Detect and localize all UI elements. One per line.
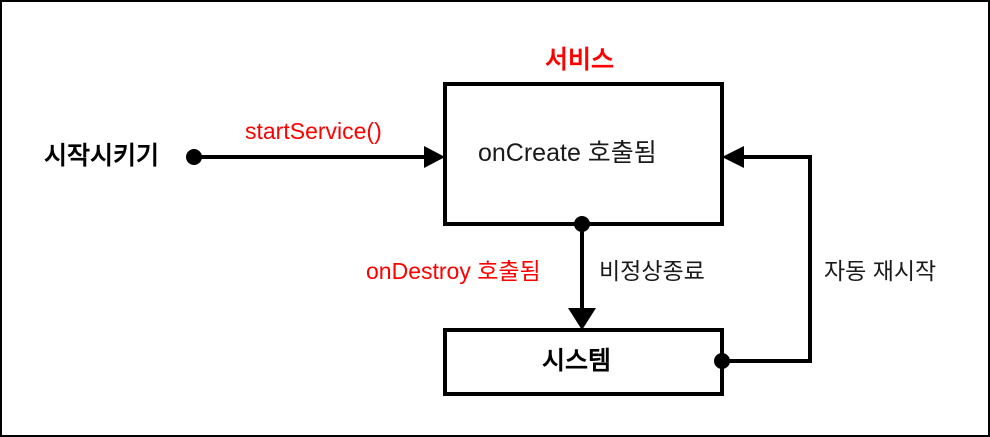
start-service-edge-label: startService()	[245, 118, 382, 144]
auto-restart-edge-label: 자동 재시작	[824, 258, 937, 284]
start-node-label: 시작시키기	[44, 142, 160, 170]
service-title-label: 서비스	[545, 46, 615, 74]
system-to-service-arrowhead	[722, 146, 744, 168]
service-to-system-arrowhead	[568, 308, 596, 330]
service-box-label: onCreate 호출됨	[478, 139, 657, 167]
service-box	[443, 82, 724, 226]
system-to-service-path	[722, 155, 812, 363]
system-box	[443, 328, 724, 396]
system-box-label: 시스템	[542, 347, 612, 375]
start-to-service-arrowhead	[424, 146, 445, 168]
abnormal-termination-edge-label: 비정상종료	[599, 258, 705, 284]
on-destroy-edge-label: onDestroy 호출됨	[366, 258, 541, 284]
